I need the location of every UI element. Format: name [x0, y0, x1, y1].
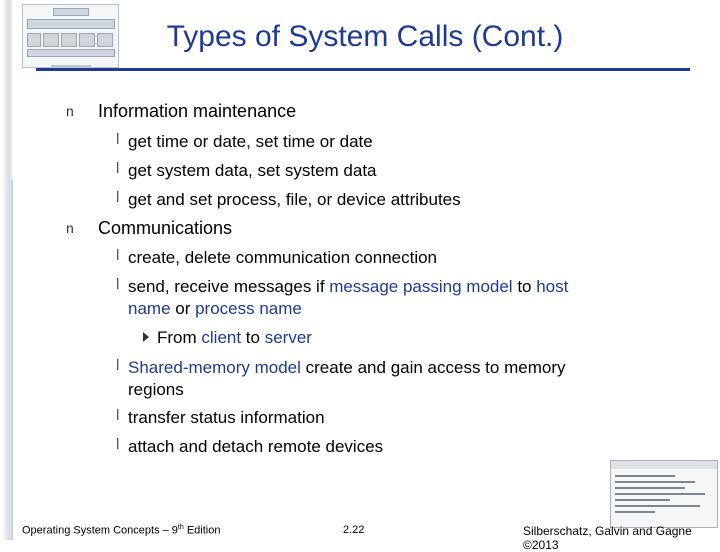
sub-bullet-marker: l	[116, 247, 120, 264]
sub-bullet-marker: l	[116, 131, 120, 148]
footer-book-title: Operating System Concepts – 9th Edition	[22, 524, 221, 537]
sub-bullet-marker: l	[116, 160, 120, 177]
highlight-term: Shared-memory model	[128, 358, 301, 377]
highlight-term: server	[264, 328, 312, 347]
sub-bullet-marker: l	[116, 189, 120, 206]
left-decorative-line	[11, 180, 13, 540]
bullet-marker: n	[66, 103, 74, 119]
sub-bullet-marker: l	[116, 357, 120, 374]
sub-bullet-text: Shared-memory model create and gain acce…	[128, 358, 566, 399]
sub-bullet-text: get and set process, file, or device att…	[128, 190, 461, 209]
sub-bullet-text: get time or date, set time or date	[128, 132, 373, 151]
highlight-term: name	[128, 299, 171, 318]
bullet-text: Communications	[98, 218, 233, 238]
footer-page-number: 2.22	[343, 524, 365, 536]
sub-bullet-text: get system data, set system data	[128, 161, 377, 180]
highlight-term: message passing model	[329, 277, 513, 296]
highlight-term: process name	[195, 299, 302, 318]
sub-bullet-text: attach and detach remote devices	[128, 437, 384, 456]
highlight-term: client	[201, 328, 242, 347]
footer-authors: Silberschatz, Galvin and Gagne ©2013	[523, 524, 692, 552]
sub-bullet-marker: l	[116, 407, 120, 424]
terminal-screenshot-thumbnail	[610, 460, 718, 528]
sub-bullet-text: send, receive messages if message passin…	[128, 277, 569, 318]
sub-bullet-text: transfer status information	[128, 408, 325, 427]
bullet-text: Information maintenance	[98, 101, 297, 121]
diagram-thumbnail	[22, 4, 119, 71]
sub-bullet-marker: l	[116, 276, 120, 293]
highlight-term: host	[536, 277, 569, 296]
title-underline	[36, 68, 690, 71]
triangle-right-icon	[143, 332, 149, 342]
sub-bullet-text: create, delete communication connection	[128, 248, 438, 267]
sub-bullet-marker: l	[116, 436, 120, 453]
slide-title: Types of System Calls (Cont.)	[166, 20, 564, 53]
sub-sub-bullet-text: From client to server	[157, 328, 312, 347]
bullet-marker: n	[66, 220, 74, 236]
